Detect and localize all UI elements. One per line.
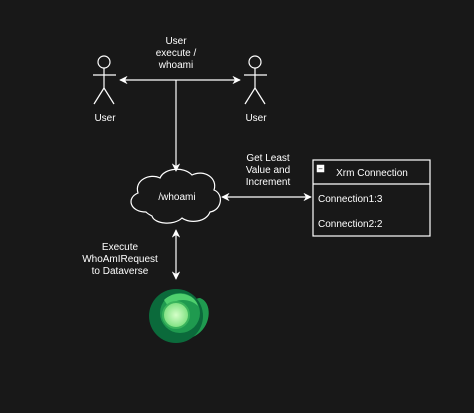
bottom-edge-label-line-2: WhoAmIRequest [82,254,158,265]
user-actor-left[interactable] [93,55,116,105]
bottom-edge-label-line-3: to Dataverse [92,266,149,277]
connection-row-1[interactable]: Connection1:3 [318,194,383,205]
user-actor-left-label: User [94,113,116,124]
dataverse-logo-icon [149,289,209,343]
right-edge-label-line-1: Get Least [246,153,290,164]
cloud-label: /whoami [158,192,195,203]
top-label-line-1: User [165,36,187,47]
right-edge-label-line-2: Value and [246,165,290,176]
connection-row-2[interactable]: Connection2:2 [318,219,383,230]
user-actor-right-label: User [245,113,267,124]
collapse-icon[interactable]: − [316,165,325,174]
whoami-cloud[interactable] [130,168,221,224]
connection-box-title: Xrm Connection [336,168,408,179]
bottom-edge-label-line-1: Execute [102,242,139,253]
top-label-line-3: whoami [158,60,193,71]
xrm-connection-box[interactable]: − Xrm Connection Connection1:3 Connectio… [312,159,431,237]
right-edge-label-line-3: Increment [246,177,291,188]
user-actor-right[interactable] [244,55,267,105]
top-label-line-2: execute / [156,48,197,59]
svg-text:−: − [318,165,323,174]
